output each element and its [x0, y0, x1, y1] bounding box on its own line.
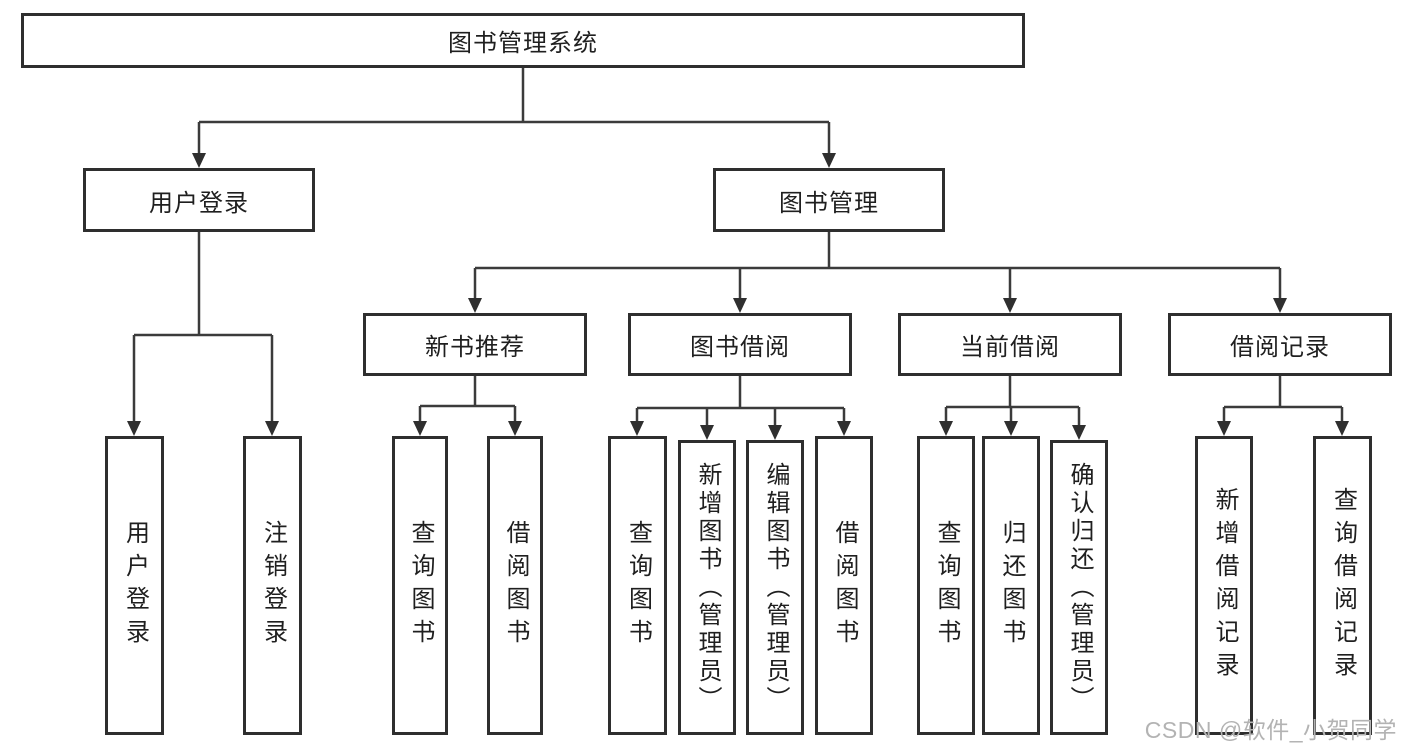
leaf-br-add-borrow-record: 新增借阅记录 — [1195, 436, 1253, 735]
leaf-cb-confirm-return-admin: 确认归还（管理员） — [1050, 440, 1108, 735]
leaf-label: 查询借阅记录 — [1329, 486, 1357, 685]
watermark-text: CSDN @软件_小贺同学 — [1144, 717, 1397, 743]
leaf-label: 注销登录 — [259, 519, 287, 652]
leaf-cb-return-books: 归还图书 — [982, 436, 1040, 735]
leaf-label: 查询图书 — [624, 519, 652, 652]
leaf-cb-query-books: 查询图书 — [917, 436, 975, 735]
node-current-borrow-label: 当前借阅 — [960, 334, 1060, 361]
leaf-nbr-borrow-books: 借阅图书 — [487, 436, 543, 735]
leaf-label: 新增借阅记录 — [1211, 486, 1238, 685]
leaf-label: 编辑图书（管理员） — [762, 461, 789, 714]
leaf-nbr-query-books: 查询图书 — [392, 436, 448, 735]
node-borrow-record-label: 借阅记录 — [1230, 334, 1330, 361]
leaf-logout-login: 注销登录 — [243, 436, 302, 735]
node-user-login: 用户登录 — [83, 168, 315, 232]
leaf-bb-borrow-books: 借阅图书 — [815, 436, 873, 735]
leaf-label: 归还图书 — [998, 519, 1025, 652]
leaf-label: 查询图书 — [407, 519, 434, 652]
leaf-br-query-borrow-record: 查询借阅记录 — [1313, 436, 1372, 735]
leaf-user-login: 用户登录 — [105, 436, 164, 735]
connector-lines — [132, 68, 1344, 426]
node-book-borrow: 图书借阅 — [628, 313, 852, 376]
leaf-bb-edit-books-admin: 编辑图书（管理员） — [746, 440, 804, 735]
leaf-label: 查询图书 — [933, 519, 960, 652]
leaf-label: 借阅图书 — [831, 519, 858, 652]
leaf-label: 借阅图书 — [502, 519, 529, 652]
node-book-borrow-label: 图书借阅 — [690, 334, 790, 361]
node-book-mgmt: 图书管理 — [713, 168, 945, 232]
node-new-book-rec-label: 新书推荐 — [425, 334, 525, 361]
leaf-label: 新增图书（管理员） — [694, 461, 721, 714]
node-new-book-rec: 新书推荐 — [363, 313, 587, 376]
leaf-label: 用户登录 — [121, 519, 149, 652]
node-borrow-record: 借阅记录 — [1168, 313, 1392, 376]
leaf-bb-add-books-admin: 新增图书（管理员） — [678, 440, 736, 735]
node-user-login-label: 用户登录 — [149, 189, 249, 217]
arrowheads — [127, 153, 1349, 440]
leaf-bb-query-books: 查询图书 — [608, 436, 667, 735]
node-book-mgmt-label: 图书管理 — [779, 189, 879, 217]
node-root-label: 图书管理系统 — [448, 30, 598, 57]
node-root: 图书管理系统 — [21, 13, 1025, 68]
node-current-borrow: 当前借阅 — [898, 313, 1122, 376]
leaf-label: 确认归还（管理员） — [1066, 461, 1093, 714]
